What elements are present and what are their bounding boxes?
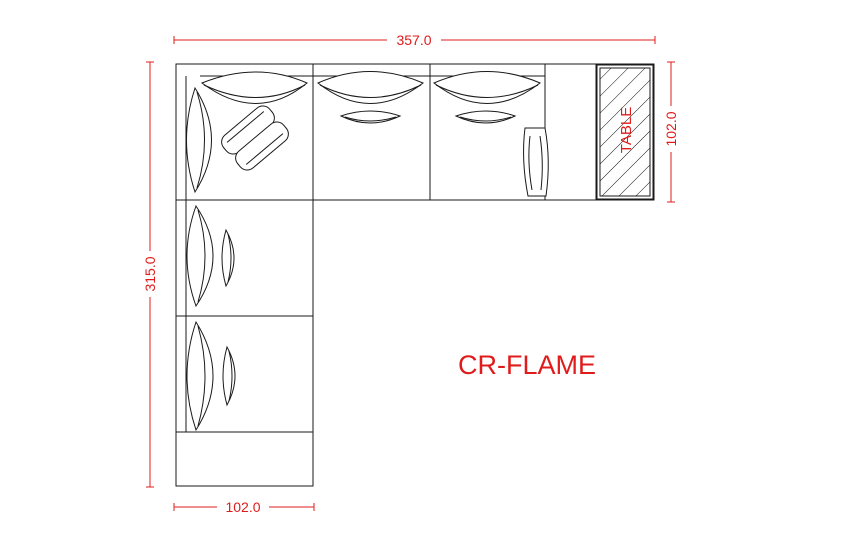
back-cushion-top-1	[200, 71, 308, 104]
dim-label-overall-depth: 315.0	[142, 256, 158, 291]
back-cushions-top	[200, 71, 541, 104]
back-cushion-top-2-line	[319, 84, 422, 98]
arm-pillow-right	[523, 127, 549, 197]
corner-cushions	[186, 86, 289, 194]
throw-pillow-left-1	[221, 228, 235, 288]
table-label: TABLE	[618, 107, 635, 153]
table-outer	[596, 64, 654, 200]
throw-pillow-top-1-line	[344, 116, 397, 122]
throw-pillows-left	[221, 228, 236, 407]
back-cushion-top-2	[317, 71, 424, 104]
dimension-label-masks	[141, 31, 680, 516]
dim-label-table-depth: 102.0	[663, 111, 679, 146]
back-cushion-left-2	[186, 320, 214, 432]
dim-label-chaise-width: 102.0	[225, 499, 260, 515]
back-cushion-top-3-line	[435, 84, 539, 98]
back-cushion-top-3	[433, 71, 541, 104]
throw-pillows-top	[339, 110, 517, 124]
corner-diagonal-pillow-2	[235, 121, 289, 171]
corner-back-cushion-left	[186, 86, 212, 194]
back-cushions-left	[186, 204, 214, 432]
model-title: CR-FLAME	[458, 350, 596, 380]
back-cushion-left-1	[186, 204, 214, 308]
back-cushion-top-1-line	[203, 84, 306, 98]
throw-pillow-top-2-line	[459, 116, 512, 122]
table-hatch	[599, 67, 651, 197]
side-table	[596, 64, 654, 200]
throw-pillow-left-2	[222, 345, 236, 407]
dim-label-overall-width: 357.0	[396, 32, 431, 48]
